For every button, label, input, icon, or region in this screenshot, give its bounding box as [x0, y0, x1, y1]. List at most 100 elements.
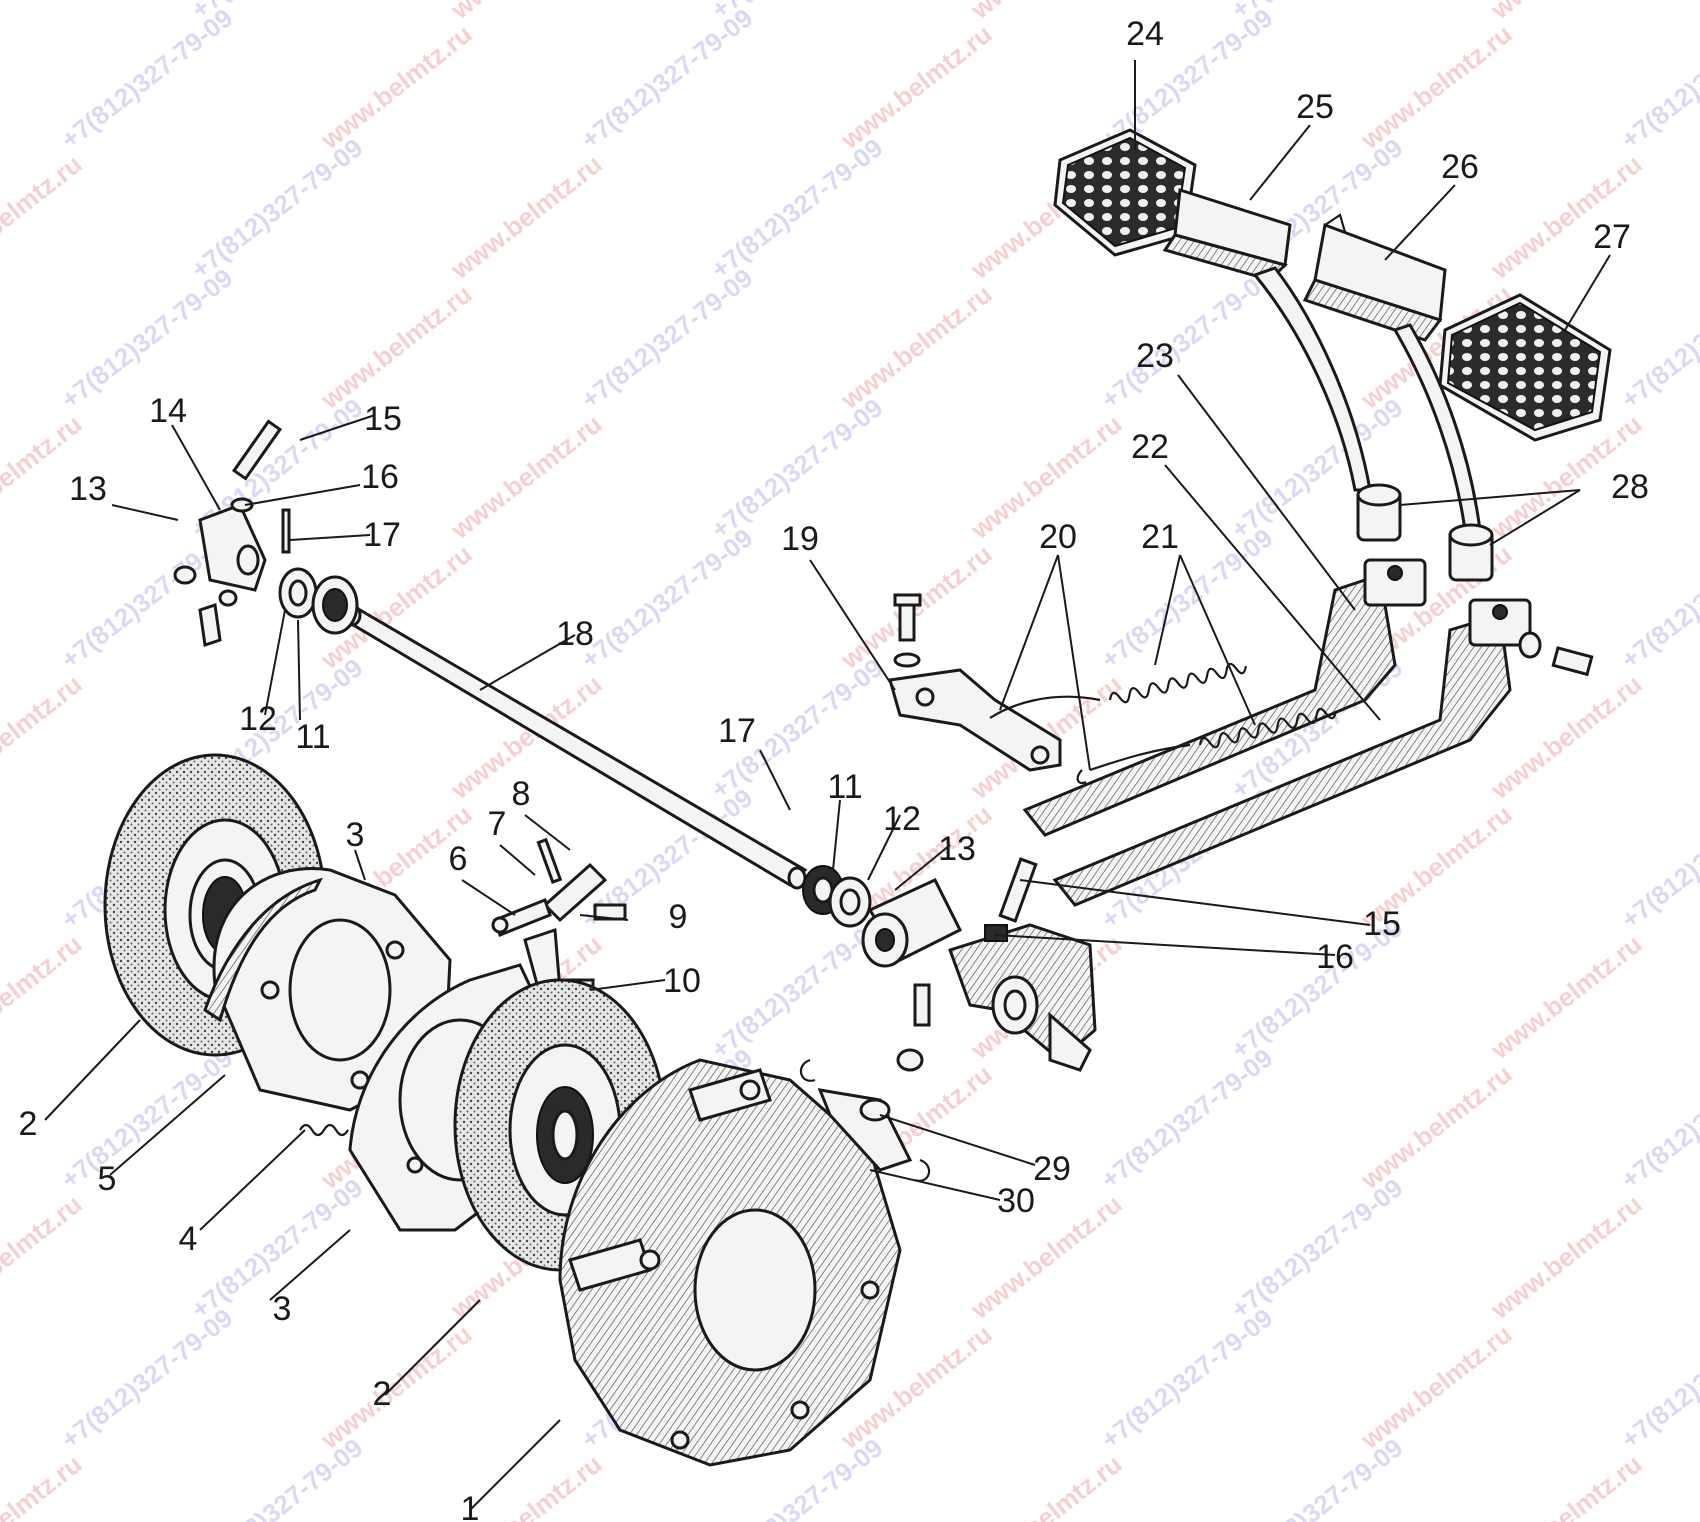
watermark-site: www.belmtz.ru	[1484, 1449, 1647, 1522]
label-5: 5	[98, 1160, 117, 1198]
label-9: 9	[669, 898, 688, 936]
label-13-left: 13	[69, 470, 107, 508]
label-8: 8	[512, 775, 531, 813]
watermark-phone: +7(812)327-79-09	[185, 1432, 368, 1522]
label-23: 23	[1136, 337, 1174, 375]
watermark-phone: +7(812)327-79-09	[705, 912, 888, 1064]
label-11-left: 11	[295, 718, 330, 756]
watermark-site: www.belmtz.ru	[834, 279, 997, 416]
watermark-phone: +7(812)327-79-09	[1615, 1302, 1700, 1454]
watermark-site: www.belmtz.ru	[964, 1449, 1127, 1522]
watermark-phone: +7(812)327-79-09	[1095, 522, 1278, 674]
return-springs-21	[1108, 662, 1337, 749]
bolt-15-right	[1518, 631, 1594, 677]
label-26: 26	[1441, 148, 1479, 186]
label-30: 30	[997, 1182, 1035, 1220]
watermark-site: www.belmtz.ru	[0, 1449, 88, 1522]
watermark-phone: +7(812)327-79-09	[1225, 1172, 1408, 1324]
pedal-pad-24	[1053, 128, 1197, 257]
watermark-site: www.belmtz.ru	[1484, 0, 1647, 25]
watermark-phone: +7(812)327-79-09	[55, 1042, 238, 1194]
label-3-lower: 3	[273, 1290, 292, 1328]
label-12-left: 12	[239, 700, 277, 738]
label-15-left: 15	[364, 400, 402, 438]
label-17-left: 17	[363, 516, 401, 554]
spring-4	[299, 1123, 349, 1137]
label-16-right: 16	[1316, 938, 1354, 976]
watermark-phone: +7(812)327-79-09	[1095, 262, 1278, 414]
label-1: 1	[461, 1490, 480, 1522]
label-2-left: 2	[19, 1105, 38, 1143]
drawing-layer	[103, 128, 1612, 1467]
watermark-site: www.belmtz.ru	[0, 1189, 88, 1326]
watermark-phone: +7(812)327-79-09	[55, 1302, 238, 1454]
watermark-site: www.belmtz.ru	[314, 279, 477, 416]
pedal-arm-26	[1302, 213, 1494, 582]
lever-hub	[861, 857, 1097, 1072]
watermark-phone: +7(812)327-79-09	[1615, 262, 1700, 414]
watermark-site: www.belmtz.ru	[444, 149, 607, 286]
watermark-phone: +7(812)327-79-09	[1615, 1042, 1700, 1194]
label-20: 20	[1039, 518, 1077, 556]
label-17-right: 17	[718, 712, 756, 750]
watermark-site: www.belmtz.ru	[1354, 1059, 1517, 1196]
bearing-left-11-12	[278, 567, 359, 635]
watermark-site: www.belmtz.ru	[444, 0, 607, 25]
label-22: 22	[1131, 428, 1169, 466]
watermark-phone: +7(812)327-79-09	[575, 2, 758, 154]
watermark-site: www.belmtz.ru	[1354, 1319, 1517, 1456]
label-2-right: 2	[373, 1375, 392, 1413]
label-13-right: 13	[938, 830, 976, 868]
watermark-phone: +7(812)327-79-09	[575, 262, 758, 414]
label-18: 18	[556, 615, 594, 653]
watermark-phone: +7(812)327-79-09	[185, 132, 368, 284]
bearing-right-11-12	[802, 865, 872, 928]
watermark-phone: +7(812)327-79-09	[1095, 1302, 1278, 1454]
watermark-site: www.belmtz.ru	[314, 1319, 477, 1456]
label-10: 10	[663, 962, 701, 1000]
watermark-site: www.belmtz.ru	[1484, 929, 1647, 1066]
watermark-site: www.belmtz.ru	[0, 929, 88, 1066]
label-15-right: 15	[1363, 905, 1401, 943]
label-25: 25	[1296, 88, 1334, 126]
watermark-site: www.belmtz.ru	[1354, 19, 1517, 156]
label-7: 7	[488, 805, 507, 843]
watermark-phone: +7(812)327-79-09	[705, 132, 888, 284]
watermark-phone: +7(812)327-79-09	[55, 262, 238, 414]
watermark-phone: +7(812)327-79-09	[1225, 1432, 1408, 1522]
pedal-arm-25	[1162, 188, 1402, 542]
label-11-right: 11	[827, 768, 862, 806]
watermark-phone: +7(812)327-79-09	[55, 2, 238, 154]
label-28: 28	[1611, 468, 1649, 506]
watermark-phone: +7(812)327-79-09	[1095, 1042, 1278, 1194]
watermark-site: www.belmtz.ru	[0, 149, 88, 286]
watermark-phone: +7(812)327-79-09	[1615, 2, 1700, 154]
pedal-pad-27	[1438, 293, 1612, 442]
label-24: 24	[1126, 15, 1164, 53]
label-12-right: 12	[883, 800, 921, 838]
watermark-site: www.belmtz.ru	[0, 669, 88, 806]
watermark-site: www.belmtz.ru	[834, 19, 997, 156]
label-16-left: 16	[361, 458, 399, 496]
watermark-phone: +7(812)327-79-09	[1615, 522, 1700, 674]
pedal-levers-22-23	[1022, 558, 1532, 907]
bracket-14	[173, 419, 291, 647]
label-3-upper: 3	[346, 816, 365, 854]
part-number-labels: 1 2 2 3 3 4 5 6 7 8 9 10 11 11 12 12 13 …	[19, 15, 1649, 1522]
watermark-site: www.belmtz.ru	[314, 19, 477, 156]
label-21: 21	[1141, 518, 1179, 556]
watermark-site: www.belmtz.ru	[444, 409, 607, 546]
label-27: 27	[1593, 218, 1631, 256]
watermark-site: www.belmtz.ru	[964, 0, 1127, 25]
watermark-site: www.belmtz.ru	[0, 0, 88, 25]
label-29: 29	[1033, 1150, 1071, 1188]
brake-housing-1	[558, 1058, 902, 1467]
label-14: 14	[149, 392, 187, 430]
watermark-phone: +7(812)327-79-09	[1615, 782, 1700, 934]
bracket-19	[888, 593, 1191, 785]
label-4: 4	[179, 1220, 198, 1258]
watermark-site: www.belmtz.ru	[964, 1189, 1127, 1326]
label-19: 19	[781, 520, 819, 558]
leader-lines	[44, 60, 1611, 1511]
watermark-site: www.belmtz.ru	[1484, 1189, 1647, 1326]
